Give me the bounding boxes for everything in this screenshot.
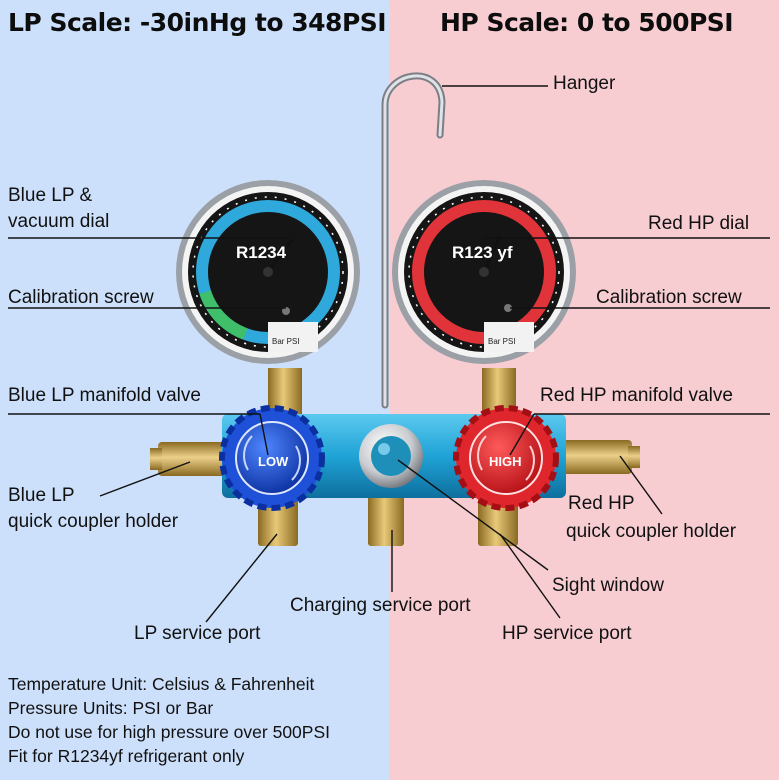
calibration-screw-left-label: Calibration screw bbox=[8, 287, 154, 308]
sight-window-label: Sight window bbox=[552, 575, 664, 596]
hp-gauge-sub-text: Bar PSI bbox=[488, 337, 516, 346]
sight-window bbox=[359, 424, 423, 488]
hp-gauge-face-text: R123 yf bbox=[452, 243, 513, 262]
hp-scale-title: HP Scale: 0 to 500PSI bbox=[440, 8, 734, 37]
blue-coupler-label-line2: quick coupler holder bbox=[8, 511, 179, 532]
note-temperature-unit: Temperature Unit: Celsius & Fahrenheit bbox=[8, 674, 315, 694]
charging-port-label: Charging service port bbox=[290, 595, 471, 616]
red-valve-label: Red HP manifold valve bbox=[540, 385, 733, 406]
lp-gauge-sub-text: Bar PSI bbox=[272, 337, 300, 346]
note-pressure-limit: Do not use for high pressure over 500PSI bbox=[8, 722, 330, 742]
lp-gauge-stem bbox=[268, 368, 302, 416]
blue-lp-manifold-valve[interactable] bbox=[219, 405, 325, 511]
low-knob-label: LOW bbox=[258, 454, 289, 469]
calibration-screw-right-label: Calibration screw bbox=[596, 287, 742, 308]
note-pressure-units: Pressure Units: PSI or Bar bbox=[8, 698, 214, 718]
hanger-label: Hanger bbox=[553, 73, 616, 94]
note-refrigerant: Fit for R1234yf refrigerant only bbox=[8, 746, 245, 766]
hp-background bbox=[390, 0, 779, 780]
red-hp-quick-coupler bbox=[562, 440, 632, 474]
red-coupler-label-line1: Red HP bbox=[568, 493, 635, 514]
lp-scale-title: LP Scale: -30inHg to 348PSI bbox=[8, 8, 387, 37]
red-hp-gauge bbox=[392, 180, 576, 364]
charging-service-port bbox=[368, 492, 404, 546]
lp-gauge-face-text: R1234 bbox=[236, 243, 287, 262]
lp-port-label: LP service port bbox=[134, 623, 261, 644]
red-hp-manifold-valve[interactable] bbox=[453, 405, 559, 511]
blue-valve-label: Blue LP manifold valve bbox=[8, 385, 201, 406]
blue-dial-label-line2: vacuum dial bbox=[8, 211, 110, 232]
hp-port-label: HP service port bbox=[502, 623, 632, 644]
blue-lp-quick-coupler bbox=[158, 442, 228, 476]
high-knob-label: HIGH bbox=[489, 454, 522, 469]
red-coupler-label-line2: quick coupler holder bbox=[566, 521, 737, 542]
leader-lines bbox=[8, 85, 770, 623]
blue-coupler-label-line1: Blue LP bbox=[8, 485, 75, 506]
lp-background bbox=[0, 0, 390, 780]
hanger bbox=[381, 72, 446, 409]
red-dial-label: Red HP dial bbox=[648, 213, 750, 234]
blue-lp-gauge bbox=[176, 180, 360, 364]
blue-dial-label-line1: Blue LP & bbox=[8, 185, 93, 206]
